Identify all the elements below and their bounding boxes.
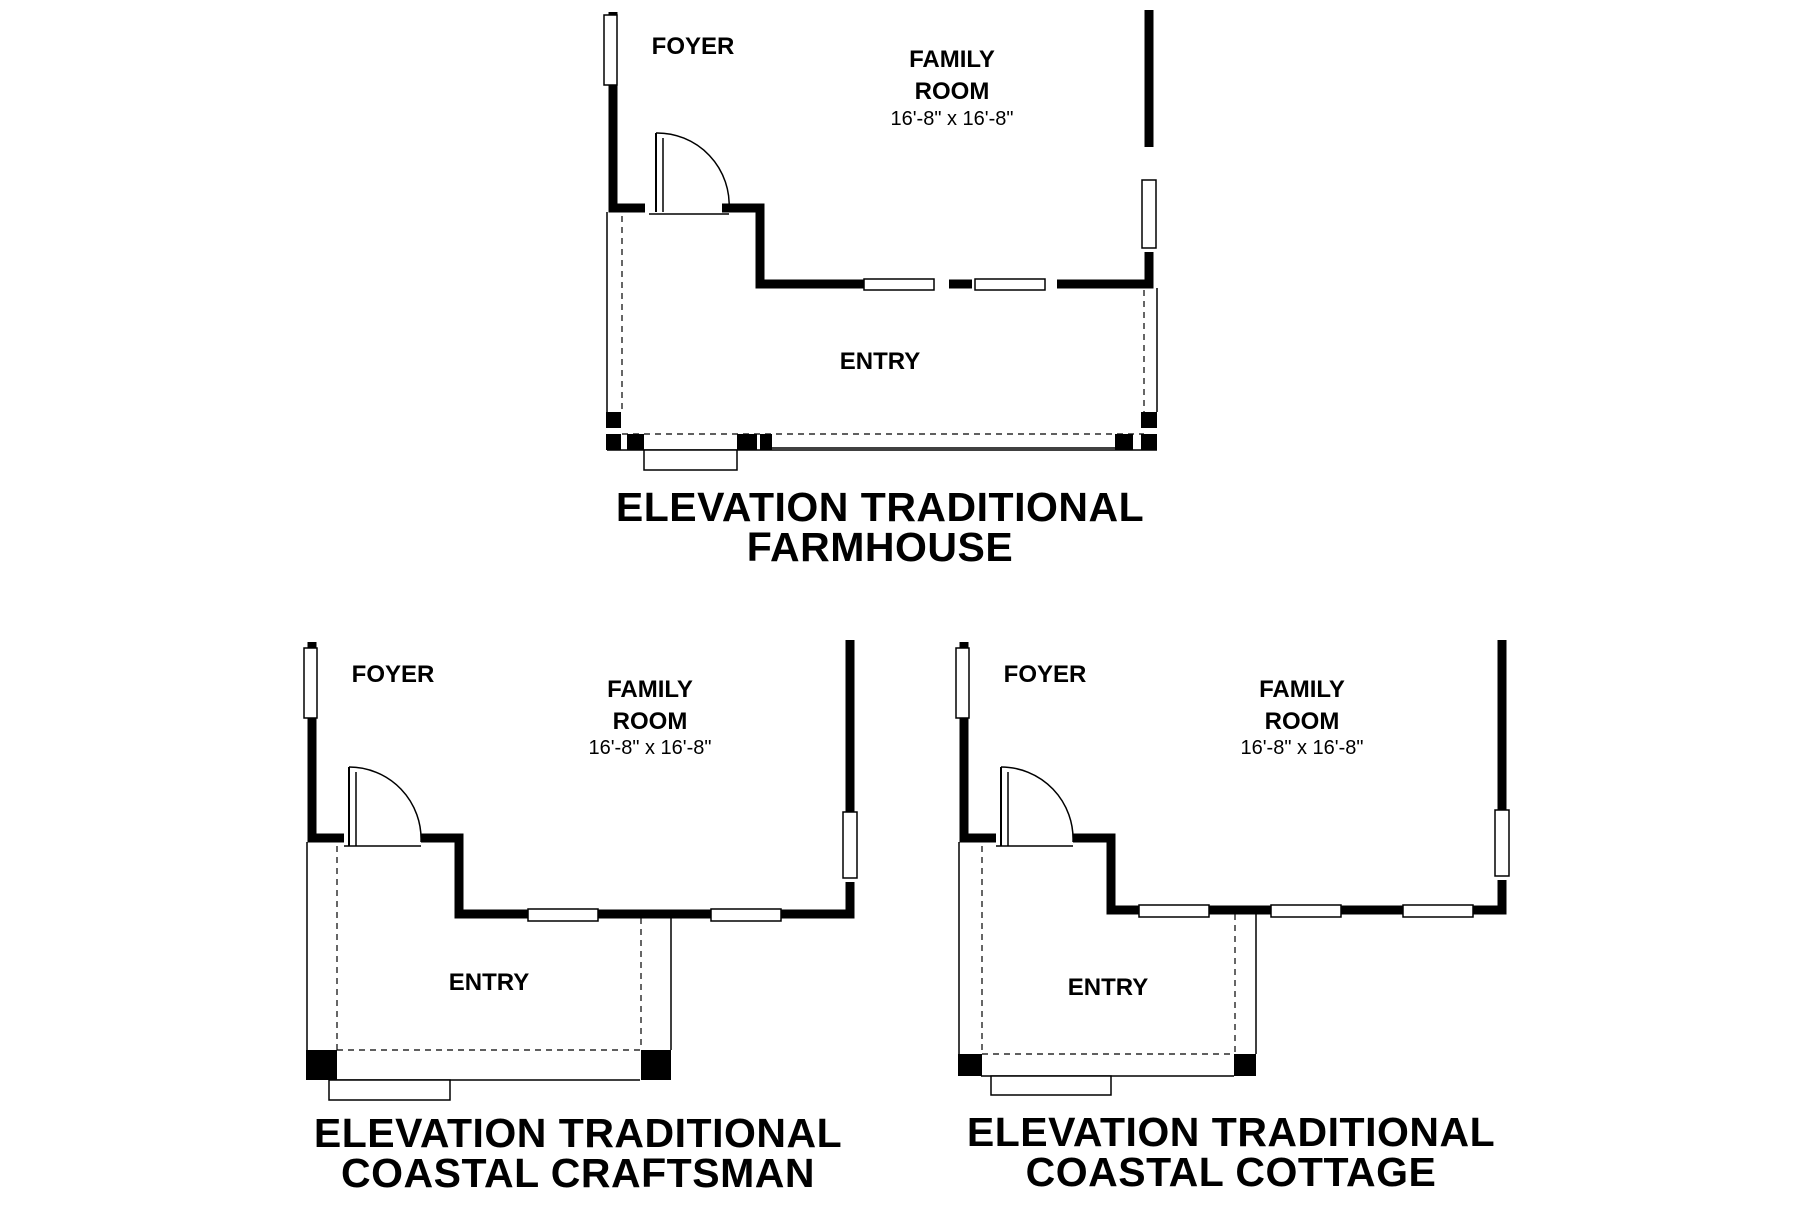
entry-label: ENTRY [840,348,920,375]
family-room-label: FAMILY [909,46,995,73]
window [303,647,318,719]
entry-step [990,1075,1112,1096]
family-room-label: ROOM [1265,708,1340,735]
elevation-title: COASTAL CRAFTSMAN [341,1150,815,1196]
entry-label: ENTRY [449,969,529,996]
family-room-label: ROOM [915,78,990,105]
entry-step [643,449,738,471]
porch-post [1141,434,1157,450]
window [603,14,618,86]
porch-post [606,434,621,450]
entry-step [328,1079,451,1101]
door-swing-arc [1000,766,1074,843]
plan-coastal-craftsman: FOYER FAMILY ROOM 16'-8" x 16'-8" ENTRY … [303,640,858,1196]
window [1402,904,1474,918]
family-room-dimensions: 16'-8" x 16'-8" [588,737,711,759]
elevation-title: COASTAL COTTAGE [1026,1149,1437,1195]
window [527,908,599,922]
family-room-dimensions: 16'-8" x 16'-8" [1240,737,1363,759]
window [1138,904,1210,918]
family-room-dimensions: 16'-8" x 16'-8" [890,108,1013,130]
porch-post [760,434,772,450]
foyer-label: FOYER [652,33,735,60]
porch-post [306,1050,337,1080]
window [974,278,1046,291]
foyer-label: FOYER [1004,661,1087,688]
porch-post [1141,412,1157,428]
plan-farmhouse: FOYER FAMILY ROOM 16'-8" x 16'-8" ENTRY … [603,10,1158,570]
plan-walls [307,640,855,919]
porch-post [1115,434,1133,450]
elevation-title: ELEVATION TRADITIONAL [616,484,1144,530]
elevation-title: FARMHOUSE [747,524,1013,570]
window [863,278,935,291]
plan-coastal-cottage: FOYER FAMILY ROOM 16'-8" x 16'-8" ENTRY … [955,640,1510,1195]
family-room-label: ROOM [613,708,688,735]
window [1494,809,1510,877]
family-room-label: FAMILY [607,676,693,703]
door-swing-arc [348,766,422,843]
porch-post [958,1054,982,1076]
porch-post [641,1050,671,1080]
porch-post [627,434,644,450]
door-swing-arc [655,132,730,211]
family-room-label: FAMILY [1259,676,1345,703]
window [710,908,782,922]
elevation-title: ELEVATION TRADITIONAL [314,1110,842,1156]
porch-post [606,412,621,428]
window [955,647,970,719]
plan-walls [608,10,1154,289]
entry-label: ENTRY [1068,974,1148,1001]
porch-post [737,434,757,450]
window [842,811,858,879]
plan-walls [959,640,1507,915]
elevation-title: ELEVATION TRADITIONAL [967,1109,1495,1155]
porch-post [1234,1054,1256,1076]
window [1141,179,1157,249]
foyer-label: FOYER [352,661,435,688]
window [1270,904,1342,918]
